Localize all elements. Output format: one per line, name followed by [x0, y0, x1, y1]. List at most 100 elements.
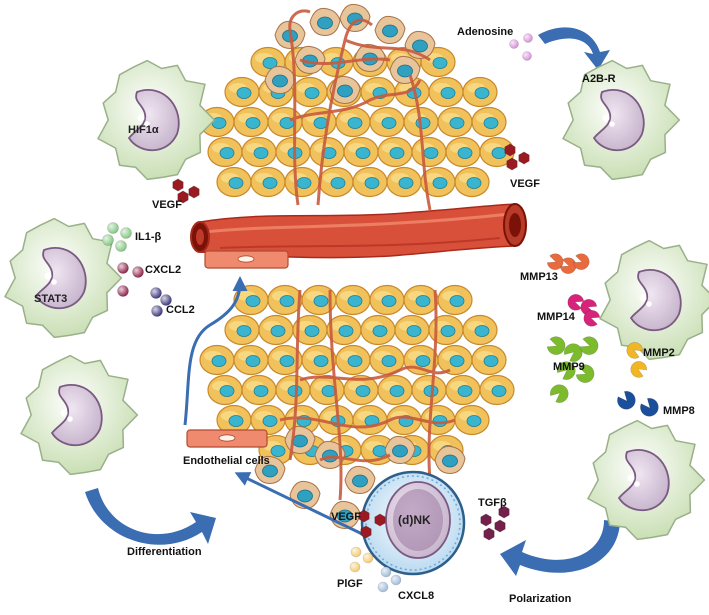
tumor-cell-icon: [335, 284, 371, 316]
ccl2-molecule-icon: [151, 305, 163, 317]
tumor-cell-icon: [471, 106, 507, 138]
vegf-molecule-icon: [518, 151, 530, 165]
vegf-molecule-icon: [374, 513, 386, 527]
vegf-top-right-label: VEGF: [510, 178, 540, 190]
polarization-arrow-icon: [500, 520, 620, 576]
tumor-cell-icon: [335, 344, 371, 376]
arrow-icon: [183, 276, 248, 426]
mmp14-molecule-icon: [567, 294, 585, 311]
tumor-cell-icon: [250, 404, 286, 436]
tumor-cell-icon: [241, 374, 277, 406]
tumor-cell-icon: [420, 166, 456, 198]
vegf-molecule-icon: [177, 190, 189, 204]
tumor-cell-icon: [394, 314, 430, 346]
tumor-cell-icon: [428, 76, 464, 108]
invading-cell-icon: [434, 445, 466, 475]
tumor-cell-icon: [326, 314, 362, 346]
tumor-cell-icon: [411, 136, 447, 168]
tumor-cell-icon: [352, 404, 388, 436]
mmp8-molecule-icon: [640, 397, 659, 417]
tumor-cell-icon: [454, 404, 490, 436]
ccl2-molecule-icon: [160, 294, 172, 306]
mmp9-label: MMP9: [553, 361, 585, 373]
vegf-molecule-icon: [188, 185, 200, 199]
tumor-cell-icon: [224, 76, 260, 108]
nk-cell-icon: [360, 470, 466, 576]
polarization-label: Polarization: [509, 593, 572, 605]
tumor-cell-icon: [479, 136, 515, 168]
il1b-molecule-icon: [115, 240, 127, 252]
tumor-cell-icon: [437, 284, 473, 316]
mmp14-label: MMP14: [537, 311, 575, 323]
vegf-top-left-label: VEGF: [152, 199, 182, 211]
macrophage-top-left-icon: [97, 59, 216, 181]
invading-cell-icon: [329, 75, 361, 105]
vegf-molecule-icon: [358, 509, 370, 523]
il1b-label: IL1-β: [135, 231, 162, 243]
mmp13-molecule-icon: [559, 257, 577, 274]
mmp9-molecule-icon: [563, 343, 583, 362]
invading-cell-icon: [344, 465, 376, 495]
tumor-cell-icon: [216, 166, 252, 198]
tumor-cell-icon: [428, 314, 464, 346]
tumor-cell-icon: [462, 314, 498, 346]
endothelial-cell-bottom-icon: [186, 429, 268, 448]
tumor-cell-icon: [377, 374, 413, 406]
differentiation-arrow-icon: [85, 488, 216, 545]
mmp9-molecule-icon: [549, 384, 569, 403]
tumor-cell-icon: [275, 374, 311, 406]
macrophage-top-right-icon: [562, 59, 681, 181]
tumor-cell-icon: [301, 284, 337, 316]
ccl2-label: CCL2: [166, 304, 195, 316]
endothelial-cells-label: Endothelial cells: [183, 455, 270, 467]
macrophage-stat3-icon: [4, 217, 123, 339]
macrophage-mid-right-icon: [599, 239, 709, 361]
tumor-cluster-top: [199, 3, 515, 198]
stat3-label: STAT3: [34, 293, 68, 305]
tumor-cell-icon: [437, 344, 473, 376]
capillaries: [279, 9, 456, 501]
adenosine-molecule-icon: [523, 33, 533, 43]
tumor-cell-icon: [284, 166, 320, 198]
plgf-molecule-icon: [350, 546, 362, 558]
cxcl2-label: CXCL2: [145, 264, 182, 276]
tumor-cell-icon: [343, 374, 379, 406]
invading-cell-icon: [289, 480, 321, 510]
tumor-cell-icon: [369, 106, 405, 138]
cxcl2-molecule-icon: [117, 262, 129, 274]
tumor-cell-icon: [343, 136, 379, 168]
tumor-cell-icon: [403, 284, 439, 316]
tumor-cell-icon: [199, 344, 235, 376]
cxcl2-molecule-icon: [132, 266, 144, 278]
tumor-cell-icon: [224, 314, 260, 346]
tumor-cell-icon: [411, 374, 447, 406]
mmp2-label: MMP2: [643, 347, 675, 359]
nk-cell-label: (d)NK: [398, 513, 431, 527]
tgfb-label: TGFβ: [478, 497, 507, 509]
plgf-molecule-icon: [362, 552, 374, 564]
tumor-cluster-bottom: [199, 284, 515, 530]
adenosine-label: Adenosine: [457, 26, 514, 38]
tumor-cell-icon: [335, 106, 371, 138]
tumor-cell-icon: [301, 344, 337, 376]
vegf-bottom-label: VEGF: [331, 511, 361, 523]
tumor-cell-icon: [471, 344, 507, 376]
tumor-cell-icon: [309, 136, 345, 168]
tumor-cell-icon: [258, 314, 294, 346]
invading-cell-icon: [309, 7, 341, 37]
tumor-cell-icon: [445, 374, 481, 406]
tumor-cell-icon: [250, 46, 286, 78]
curved-arrows: [85, 27, 620, 576]
cxcl8-molecule-icon: [390, 574, 402, 586]
adenosine-molecule-icon: [522, 51, 532, 61]
tumor-cell-icon: [386, 166, 422, 198]
invading-cell-icon: [264, 65, 296, 95]
mmp14-molecule-icon: [583, 310, 601, 327]
invading-cell-icon: [254, 455, 286, 485]
invading-cell-icon: [374, 15, 406, 45]
mmp9-molecule-icon: [556, 361, 576, 380]
tumor-cell-icon: [241, 136, 277, 168]
tumor-cell-icon: [369, 284, 405, 316]
adenosine-arrow-icon: [538, 27, 610, 70]
